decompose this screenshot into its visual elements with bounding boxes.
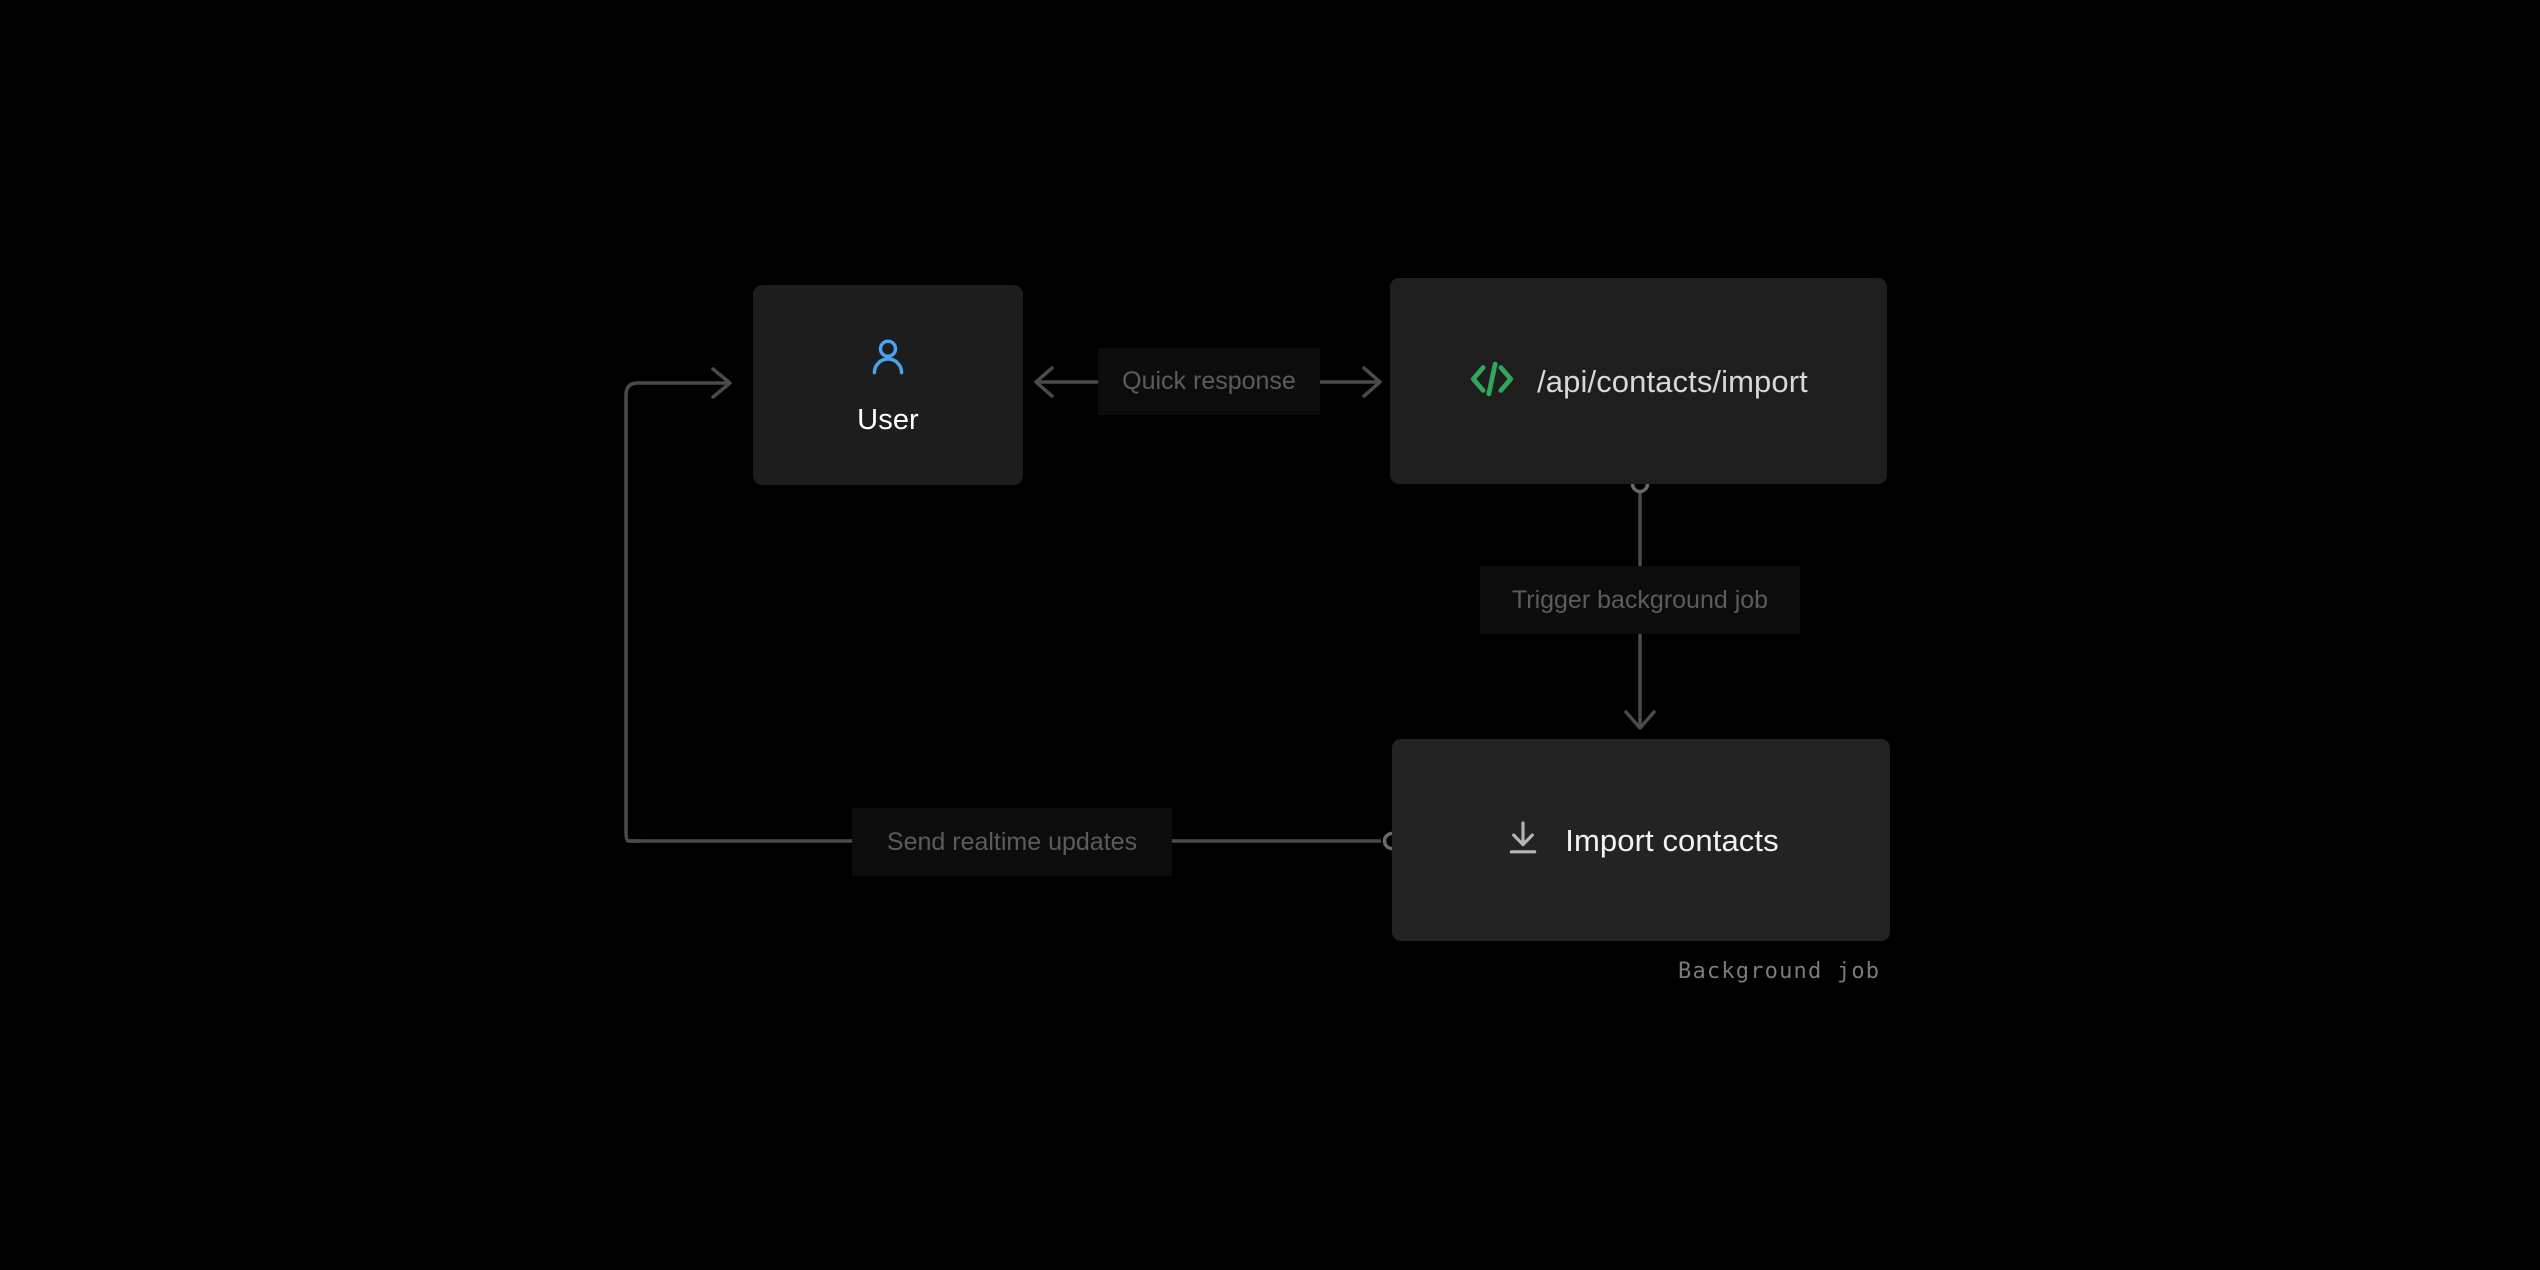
node-user[interactable]: User [753, 285, 1023, 485]
download-icon [1503, 818, 1543, 863]
background-job-caption: Background job [1678, 959, 1881, 984]
node-import-contacts-label: Import contacts [1565, 822, 1779, 858]
edge-label-quick-response: Quick response [1098, 348, 1320, 415]
edge-label-trigger-background-job: Trigger background job [1480, 566, 1800, 634]
node-user-label: User [857, 404, 919, 436]
node-import-contacts[interactable]: Import contacts [1392, 739, 1890, 941]
edge-quick-response-to-api [1318, 366, 1382, 398]
edge-quick-response-to-user [1034, 366, 1100, 398]
code-brackets-icon [1469, 359, 1515, 404]
node-api-endpoint[interactable]: /api/contacts/import [1390, 278, 1887, 484]
user-icon [866, 335, 910, 384]
edge-label-send-realtime-updates: Send realtime updates [852, 808, 1172, 876]
node-api-label: /api/contacts/import [1537, 363, 1808, 399]
